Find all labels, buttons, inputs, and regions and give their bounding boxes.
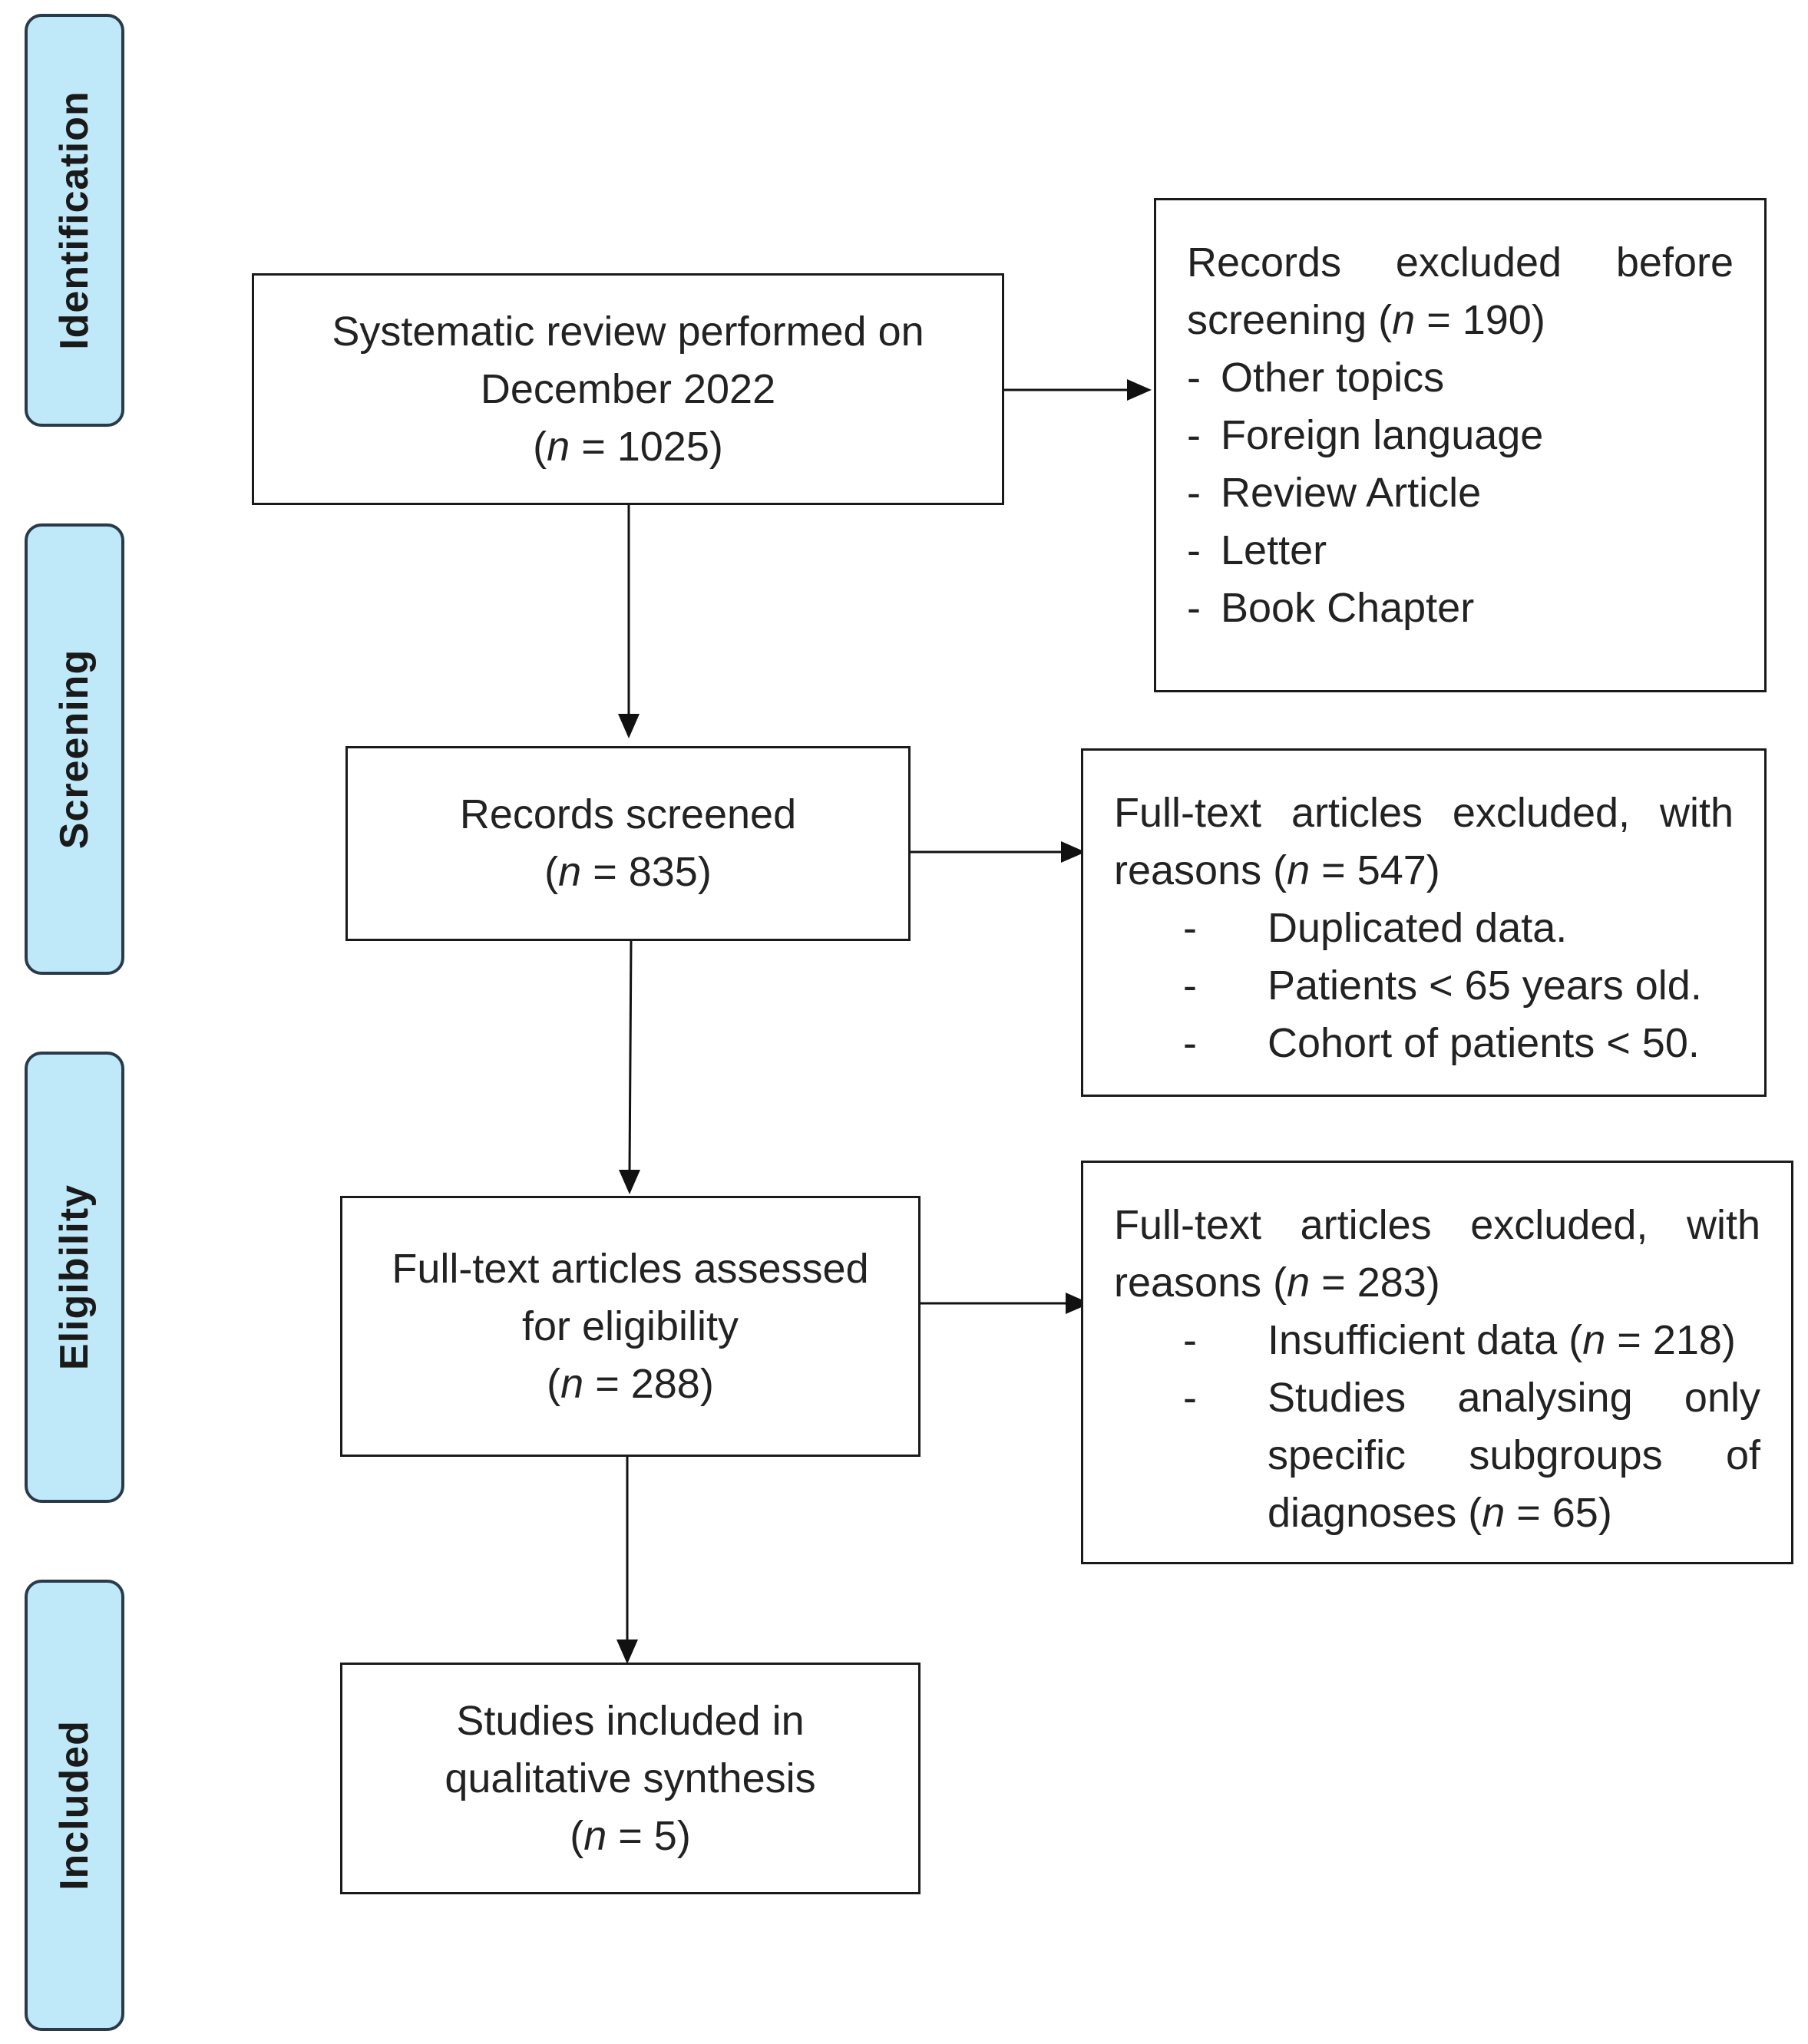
- excluded-before-item: -Review Article: [1187, 470, 1482, 516]
- box1-line1: Systematic review performed on: [332, 308, 924, 355]
- excluded-547-count: = 547): [1310, 847, 1440, 893]
- box2-line1: Records screened: [459, 791, 797, 837]
- excluded-283-item-continued: specific subgroups of: [1268, 1432, 1760, 1478]
- excluded-before-line2: screening (n = 190): [1187, 297, 1545, 343]
- box-records-excluded-before-screening: Records excluded before screening (n = 1…: [1154, 198, 1767, 692]
- excluded-before-count: = 190): [1415, 297, 1545, 343]
- box-fulltext-excluded-547: Full-text articles excluded, with reason…: [1081, 748, 1767, 1097]
- excluded-before-item: -Other topics: [1187, 355, 1445, 401]
- n-symbol: n: [1392, 297, 1416, 343]
- n-symbol: n: [1482, 1490, 1506, 1536]
- excluded-547-item: -Patients < 65 years old.: [1183, 963, 1702, 1009]
- box-records-screened: Records screened (n = 835): [345, 746, 911, 941]
- excluded-547-list: -Duplicated data. -Patients < 65 years o…: [1114, 900, 1734, 1072]
- excluded-before-item: -Letter: [1187, 527, 1327, 573]
- n-symbol: n: [1287, 1260, 1311, 1306]
- n-symbol: n: [1287, 847, 1311, 893]
- excluded-547-line1: Full-text articles excluded, with: [1114, 790, 1734, 836]
- excluded-283-item: -Studies analysing only: [1183, 1375, 1760, 1421]
- n-symbol: n: [558, 849, 582, 895]
- box1-count: (n = 1025): [533, 423, 723, 470]
- n-symbol: n: [547, 423, 570, 470]
- box3-line1: Full-text articles assessed: [392, 1245, 869, 1292]
- excluded-before-item: -Book Chapter: [1187, 585, 1475, 631]
- box-fulltext-assessed: Full-text articles assessed for eligibil…: [340, 1196, 921, 1457]
- stage-eligibility: Eligibility: [25, 1052, 124, 1503]
- box1-count-value: = 1025: [570, 423, 709, 470]
- excluded-283-list: -Insufficient data (n = 218) -Studies an…: [1114, 1312, 1760, 1542]
- stage-included: Included: [25, 1580, 124, 2031]
- box1-line2: December 2022: [480, 365, 776, 412]
- excluded-283-line2: reasons (n = 283): [1114, 1260, 1440, 1306]
- box3-line2: for eligibility: [521, 1303, 739, 1349]
- excluded-before-line1: Records excluded before: [1187, 239, 1734, 286]
- excluded-283-item: -Insufficient data (n = 218): [1183, 1317, 1736, 1363]
- box-systematic-review: Systematic review performed on December …: [252, 273, 1004, 505]
- excluded-283-line1: Full-text articles excluded, with: [1114, 1202, 1760, 1248]
- excluded-547-item: -Duplicated data.: [1183, 905, 1568, 951]
- box3-count: (n = 288): [547, 1360, 714, 1407]
- n-symbol: n: [560, 1360, 584, 1407]
- box4-count-value: = 5: [607, 1812, 677, 1859]
- arrow-screening-to-eligibility: [628, 939, 633, 1174]
- box-studies-included: Studies included in qualitative synthesi…: [340, 1663, 921, 1894]
- n-symbol: n: [1582, 1317, 1606, 1363]
- box3-count-value: = 288: [583, 1360, 700, 1407]
- excluded-547-line2: reasons (n = 547): [1114, 847, 1440, 893]
- excluded-283-count: = 283): [1310, 1260, 1440, 1306]
- box-fulltext-excluded-283: Full-text articles excluded, with reason…: [1081, 1161, 1793, 1564]
- box2-count-value: = 835: [581, 849, 698, 895]
- box2-count: (n = 835): [544, 849, 712, 895]
- excluded-before-item: -Foreign language: [1187, 412, 1544, 458]
- n-symbol: n: [583, 1812, 607, 1859]
- box4-count: (n = 5): [570, 1812, 691, 1859]
- excluded-283-item-continued: diagnoses (n = 65): [1268, 1490, 1612, 1536]
- stage-screening: Screening: [25, 523, 124, 975]
- box4-line2: qualitative synthesis: [445, 1755, 816, 1801]
- stage-identification: Identification: [25, 14, 124, 427]
- excluded-547-item: -Cohort of patients < 50.: [1183, 1020, 1700, 1066]
- box4-line1: Studies included in: [456, 1697, 805, 1744]
